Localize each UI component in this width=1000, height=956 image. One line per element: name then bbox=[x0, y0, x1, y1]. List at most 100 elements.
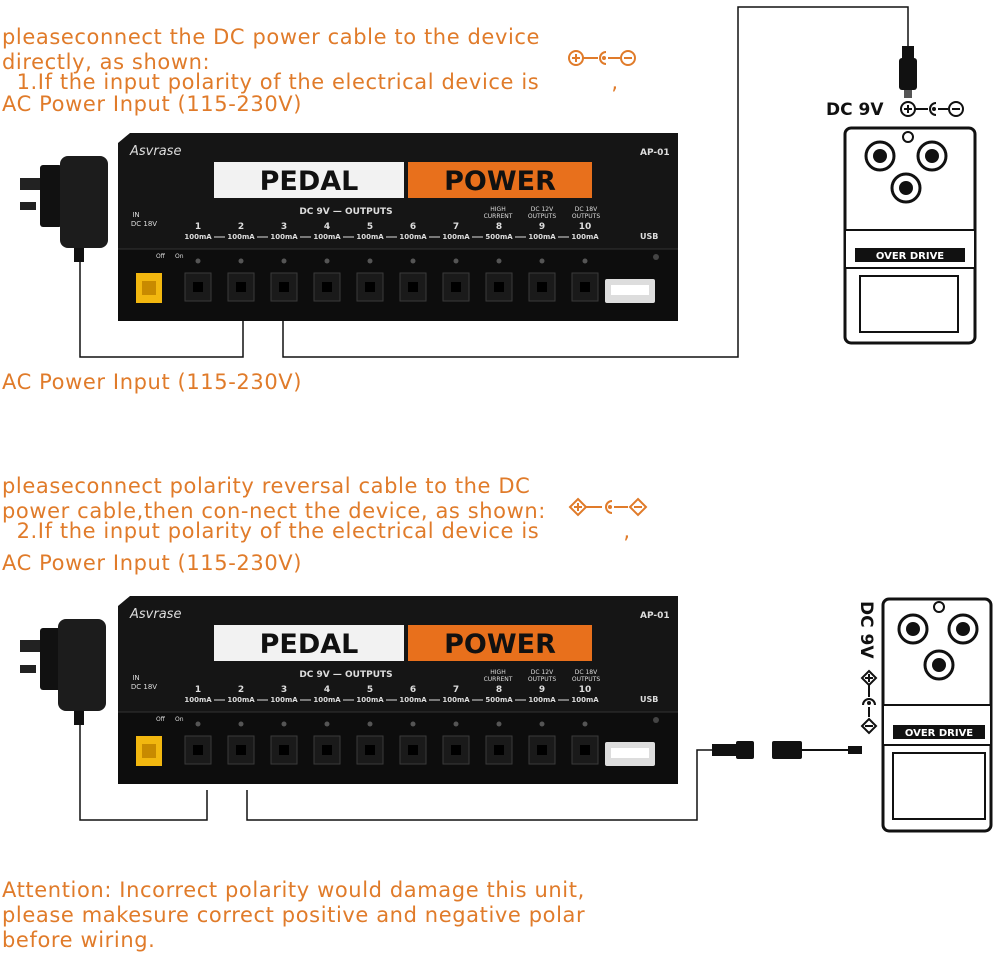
output-number: 1 bbox=[195, 685, 201, 695]
output-led bbox=[324, 258, 330, 264]
output-number: 10 bbox=[579, 222, 592, 232]
output-current: 500mA bbox=[485, 233, 513, 241]
output-led bbox=[453, 258, 459, 264]
output-current: 100mA bbox=[442, 233, 470, 241]
model-label: AP-01 bbox=[640, 611, 670, 621]
output-jack-hole bbox=[408, 282, 418, 292]
output-jack-hole bbox=[322, 282, 332, 292]
output-current: 100mA bbox=[356, 696, 384, 704]
output-jack-hole bbox=[279, 745, 289, 755]
svg-text:IN: IN bbox=[132, 211, 139, 219]
output-led bbox=[496, 258, 502, 264]
output-led bbox=[238, 258, 244, 264]
output-number: 3 bbox=[281, 222, 287, 232]
section2-text-line1: 2.If the input polarity of the electrica… bbox=[2, 449, 648, 543]
ac-power-label-1: AC Power Input (115-230V) bbox=[2, 92, 303, 116]
output-current: 100mA bbox=[356, 233, 384, 241]
title-power: POWER bbox=[444, 629, 556, 660]
output-current: 100mA bbox=[571, 696, 599, 704]
polarity-center-positive-icon bbox=[539, 24, 637, 66]
output-current: 100mA bbox=[270, 696, 298, 704]
output-number: 6 bbox=[410, 685, 416, 695]
outputs-header: DC 9V — OUTPUTS bbox=[299, 207, 392, 217]
output-current: 100mA bbox=[528, 696, 556, 704]
pedal-dc-label: DC 9V bbox=[856, 601, 876, 659]
output-number: 6 bbox=[410, 222, 416, 232]
output-number: 8 bbox=[496, 685, 502, 695]
output-current: 100mA bbox=[399, 233, 427, 241]
output-number: 2 bbox=[238, 685, 244, 695]
output-jack-hole bbox=[236, 745, 246, 755]
output-led bbox=[582, 721, 588, 727]
output-jack-hole bbox=[451, 745, 461, 755]
output-current: 100mA bbox=[313, 696, 341, 704]
output-led bbox=[281, 721, 287, 727]
output-led bbox=[367, 258, 373, 264]
pedal-name: OVER DRIVE bbox=[905, 728, 973, 739]
output-current: 100mA bbox=[227, 233, 255, 241]
output-jack-hole bbox=[365, 745, 375, 755]
output-jack-hole bbox=[193, 282, 203, 292]
output-jack-hole bbox=[322, 745, 332, 755]
svg-text:CURRENT: CURRENT bbox=[484, 676, 513, 683]
output-number: 5 bbox=[367, 685, 373, 695]
output-led bbox=[410, 721, 416, 727]
power-supply-unit-1: Asvrase AP-01 PEDAL POWER DC 9V — OUTPUT… bbox=[118, 133, 678, 321]
ac-power-label-2: AC Power Input (115-230V) bbox=[2, 370, 303, 394]
output-number: 8 bbox=[496, 222, 502, 232]
svg-text:CURRENT: CURRENT bbox=[484, 213, 513, 220]
polarity-center-negative-icon bbox=[539, 473, 648, 517]
model-label: AP-01 bbox=[640, 148, 670, 158]
attention-line2: please makesure correct positive and neg… bbox=[2, 903, 586, 927]
output-current: 100mA bbox=[270, 233, 298, 241]
output-number: 5 bbox=[367, 222, 373, 232]
output-number: 3 bbox=[281, 685, 287, 695]
output-jack bbox=[571, 735, 599, 765]
output-number: 9 bbox=[539, 222, 545, 232]
output-number: 1 bbox=[195, 222, 201, 232]
svg-text:On: On bbox=[175, 253, 184, 260]
output-jack-hole bbox=[580, 282, 590, 292]
output-current: 100mA bbox=[442, 696, 470, 704]
output-number: 4 bbox=[324, 222, 330, 232]
svg-text:DC 18V: DC 18V bbox=[575, 206, 598, 213]
output-led bbox=[496, 721, 502, 727]
output-led bbox=[582, 258, 588, 264]
output-led bbox=[539, 721, 545, 727]
ac-adapter-icon bbox=[20, 156, 108, 262]
svg-text:OUTPUTS: OUTPUTS bbox=[572, 676, 600, 683]
output-jack-hole bbox=[236, 282, 246, 292]
pedal-dc-label: DC 9V bbox=[826, 100, 884, 120]
output-number: 9 bbox=[539, 685, 545, 695]
output-number: 7 bbox=[453, 222, 459, 232]
output-jack-hole bbox=[494, 282, 504, 292]
output-current: 100mA bbox=[184, 233, 212, 241]
svg-text:DC 12V: DC 12V bbox=[531, 206, 554, 213]
output-led bbox=[195, 258, 201, 264]
output-current: 100mA bbox=[227, 696, 255, 704]
output-current: 500mA bbox=[485, 696, 513, 704]
pedal-name: OVER DRIVE bbox=[876, 251, 944, 262]
section1-text-line3: directly, as shown: bbox=[2, 50, 211, 74]
output-jack-hole bbox=[408, 745, 418, 755]
brand-logo: Asvrase bbox=[129, 144, 181, 159]
section1-text-line2: pleaseconnect the DC power cable to the … bbox=[2, 25, 541, 49]
output-led bbox=[539, 258, 545, 264]
usb-label: USB bbox=[640, 695, 658, 704]
svg-text:On: On bbox=[175, 716, 184, 723]
output-jack bbox=[528, 735, 556, 765]
ac-adapter-icon bbox=[20, 619, 106, 725]
svg-text:IN: IN bbox=[132, 674, 139, 682]
svg-text:OUTPUTS: OUTPUTS bbox=[528, 676, 556, 683]
outputs-header: DC 9V — OUTPUTS bbox=[299, 670, 392, 680]
title-pedal: PEDAL bbox=[260, 166, 359, 197]
svg-text:DC 18V: DC 18V bbox=[575, 669, 598, 676]
output-jack-hole bbox=[537, 745, 547, 755]
output-led bbox=[453, 721, 459, 727]
output-led bbox=[324, 721, 330, 727]
brand-logo: Asvrase bbox=[129, 607, 181, 622]
output-led bbox=[281, 258, 287, 264]
output-number: 10 bbox=[579, 685, 592, 695]
output-jack-hole bbox=[494, 745, 504, 755]
svg-text:Off: Off bbox=[156, 716, 166, 723]
